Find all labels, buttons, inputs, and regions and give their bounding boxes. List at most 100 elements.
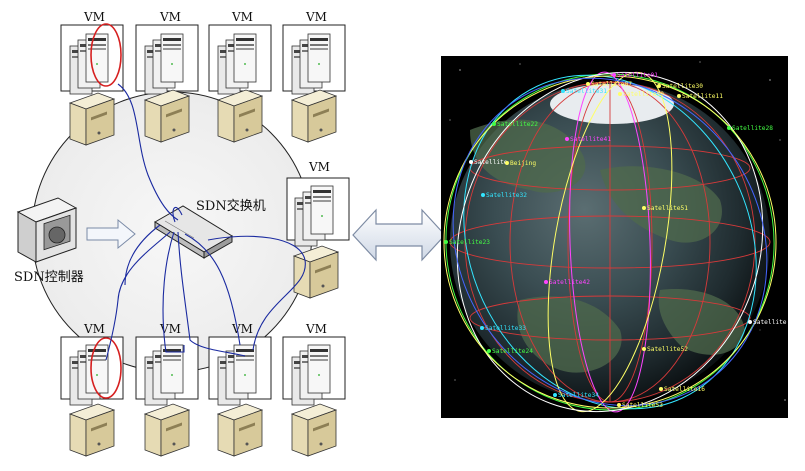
satellite-label: Satellite23 (449, 239, 490, 246)
satellite-label: Satellite32 (486, 192, 527, 199)
satellite-dot (748, 320, 752, 324)
satellite-dot (677, 94, 681, 98)
satellite-dot (505, 161, 509, 165)
physical-server (291, 403, 337, 457)
satellite-marker: Satellite51 (642, 205, 688, 212)
physical-server (217, 403, 263, 457)
orbits (443, 71, 777, 413)
satellite-label: Beijing (510, 160, 536, 167)
satellite-label: Satellite50 (623, 91, 664, 98)
satellite-marker: Satellite (748, 319, 787, 326)
satellite-marker: Satellite34 (553, 392, 599, 399)
satellite-marker: Satellite42 (544, 279, 590, 286)
vm-node: VM (60, 322, 124, 406)
satellite-label: Satellite11 (682, 93, 723, 100)
satellite-marker: Satellite30 (657, 83, 703, 90)
satellite-dot (727, 126, 731, 130)
vm-node: VM (282, 10, 346, 95)
satellite-marker: Beijing (505, 160, 536, 167)
vm-node: VM (208, 10, 272, 95)
satellite-dot (561, 89, 565, 93)
satellite-marker: Satellite50 (618, 91, 664, 98)
satellite-dot (565, 137, 569, 141)
satellite-dot (481, 193, 485, 197)
satellite-label: Satellite07 (591, 81, 632, 88)
physical-server (293, 245, 339, 299)
vm-label: VM (83, 322, 105, 336)
landmass (470, 119, 745, 373)
vm-node-right: VM (286, 160, 350, 299)
satellite-dot (487, 349, 491, 353)
satellite-dot (553, 393, 557, 397)
satellite-label: Satellite33 (485, 325, 526, 332)
satellite-dot (642, 206, 646, 210)
vm-group-top: VM VM VM VM (60, 10, 346, 146)
vm-label: VM (305, 322, 327, 336)
satellite-marker: Satellite22 (492, 121, 538, 128)
satellite-label: Satellite16 (664, 386, 705, 393)
physical-server (144, 403, 190, 457)
physical-server (69, 403, 115, 457)
satellite-marker: Satellite28 (727, 125, 773, 132)
satellite-label: Satellite51 (647, 205, 688, 212)
satellite-dot (659, 387, 663, 391)
selected-vm-highlight (90, 23, 122, 87)
satellite-marker: Satellite41 (565, 136, 611, 143)
satellite-label: Satellite34 (558, 392, 599, 399)
physical-server (217, 89, 263, 143)
physical-server (144, 89, 190, 143)
satellite-marker: Satellite53 (617, 402, 663, 409)
vm-node: VM (135, 10, 199, 95)
satellite-dot (480, 326, 484, 330)
satellite-label: Satellite42 (549, 279, 590, 286)
polar-ice (550, 84, 674, 124)
satellite-label: Satellite24 (492, 348, 533, 355)
satellite-label: Satellite53 (622, 402, 663, 409)
network-links (105, 83, 306, 361)
physical-server (69, 92, 115, 146)
satellite-marker: Satellite (469, 159, 508, 166)
vm-node: VM (282, 322, 346, 406)
network-diagram: VM VM VM VM (14, 10, 350, 457)
satellite-label: Satellite (474, 159, 508, 166)
vm-group-bottom: VM VM VM VM (60, 322, 346, 457)
satellite-marker: Satellite52 (642, 346, 688, 353)
satellite-marker: Satellite32 (481, 192, 527, 199)
switch-label: SDN交换机 (196, 198, 266, 214)
satellite-label: Satellite28 (732, 125, 773, 132)
satellite-label: Satellite22 (497, 121, 538, 128)
physical-server (291, 89, 337, 143)
satellite-marker: Satellite11 (677, 93, 723, 100)
satellite-label: Satellite01 (617, 72, 658, 79)
satellite-dot (586, 82, 590, 86)
satellite-label: Satellite41 (570, 136, 611, 143)
satellite-dot (492, 122, 496, 126)
vm-label: VM (231, 10, 253, 24)
satellite-marker: Satellite01 (612, 72, 658, 79)
vm-label: VM (308, 160, 330, 174)
satellite-label: Satellite31 (566, 88, 607, 95)
vm-label: VM (231, 322, 253, 336)
control-arrow (86, 218, 136, 250)
satellite-label: Satellite30 (662, 83, 703, 90)
bidirectional-arrow (352, 208, 446, 262)
controller-label: SDN控制器 (14, 270, 84, 285)
vm-label: VM (159, 322, 181, 336)
satellite-marker: Satellite31 (561, 88, 607, 95)
satellite-dot (618, 92, 622, 96)
satellite-dot (657, 84, 661, 88)
vm-node: VM (208, 322, 272, 406)
satellite-dot (469, 160, 473, 164)
satellite-dot (642, 347, 646, 351)
vm-label: VM (159, 10, 181, 24)
satellite-marker: Satellite07 (586, 81, 632, 88)
satellite-dot (444, 240, 448, 244)
vm-label: VM (305, 10, 327, 24)
selected-vm-highlight (90, 337, 122, 399)
satellite-dot (617, 403, 621, 407)
satellite-marker: Satellite23 (444, 239, 490, 246)
vm-node: VM (60, 10, 124, 95)
